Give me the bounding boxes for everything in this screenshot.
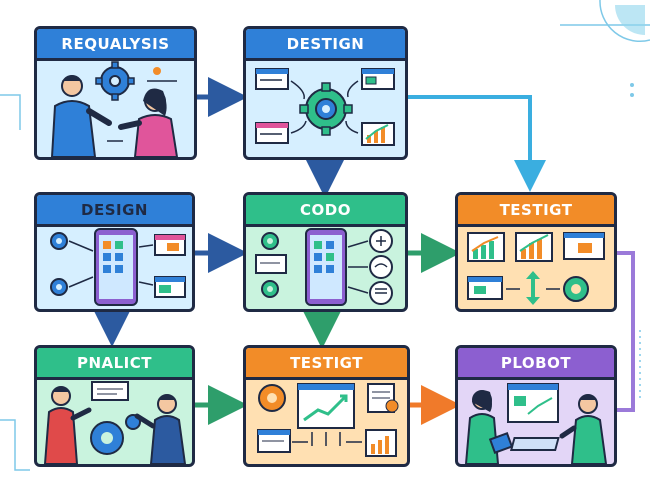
card-codo: CODO xyxy=(243,192,408,312)
window-icon xyxy=(255,122,289,144)
gear-icon xyxy=(261,232,279,250)
window-icon xyxy=(255,254,287,274)
gear-icon xyxy=(50,232,68,250)
card-plobot: PLOBOT xyxy=(455,345,617,467)
window-icon xyxy=(563,232,605,260)
window-icon xyxy=(367,383,399,413)
window-icon xyxy=(255,68,289,90)
window-icon xyxy=(467,276,503,300)
card-destign: DESTIGN xyxy=(243,26,408,160)
phone-icon xyxy=(94,228,138,306)
window-icon xyxy=(257,429,291,453)
card-title: PNALICT xyxy=(37,348,192,380)
card-design: DESIGN xyxy=(34,192,195,312)
window-icon xyxy=(154,276,186,298)
person-icon xyxy=(134,394,187,464)
gear-icon xyxy=(50,278,68,296)
card-title: DESTIGN xyxy=(246,29,405,61)
gear-icon xyxy=(95,61,135,101)
arrow-icon xyxy=(526,271,540,305)
gear-icon xyxy=(90,421,124,455)
person-icon xyxy=(118,88,179,157)
arrow-destign-to-testigt xyxy=(408,95,546,192)
card-title: REQUALYSIS xyxy=(37,29,194,61)
gear-icon xyxy=(258,384,286,412)
card-requalysis: REQUALYSIS xyxy=(34,26,197,160)
bar-chart-icon xyxy=(361,122,395,146)
card-title: TESTIGT xyxy=(458,195,614,227)
phone-icon xyxy=(305,228,347,306)
gear-icon xyxy=(261,280,279,298)
person-icon xyxy=(464,390,514,464)
card-title: TESTIGT xyxy=(246,348,407,380)
card-title: PLOBOT xyxy=(458,348,614,380)
bar-chart-icon xyxy=(467,232,505,262)
bar-chart-icon xyxy=(365,429,397,457)
card-testigt-top: TESTIGT xyxy=(455,192,617,312)
arrow-testigt-to-plobot-loop xyxy=(617,251,635,412)
bar-chart-icon xyxy=(515,232,553,262)
laptop-icon xyxy=(507,383,560,451)
person-icon xyxy=(559,394,608,464)
window-icon xyxy=(91,381,129,401)
window-icon xyxy=(361,68,395,90)
person-icon xyxy=(50,75,112,157)
gear-icon xyxy=(299,82,353,136)
bar-chart-icon xyxy=(297,383,355,429)
card-pnalict: PNALICT xyxy=(34,345,195,467)
card-title: CODO xyxy=(246,195,405,227)
card-title: DESIGN xyxy=(37,195,192,227)
window-icon xyxy=(154,234,186,256)
gear-icon xyxy=(563,276,589,302)
person-icon xyxy=(43,386,92,464)
card-testigt-bottom: TESTIGT xyxy=(243,345,410,467)
